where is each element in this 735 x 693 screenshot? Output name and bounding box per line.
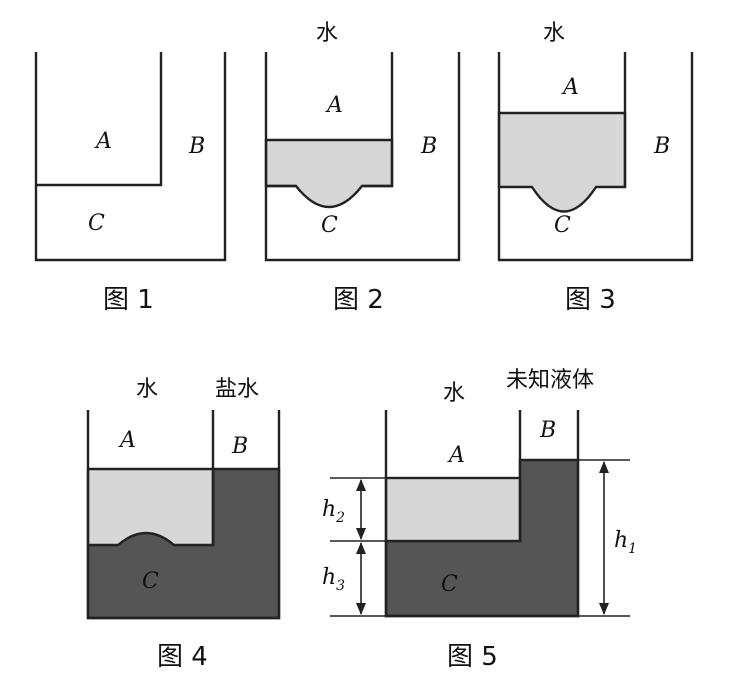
container-outline <box>86 410 281 620</box>
container-outline <box>497 52 694 262</box>
h2-arrowhead-top <box>356 479 366 491</box>
inner-tube-outline <box>36 52 163 187</box>
water-column <box>264 138 394 209</box>
label-b: B <box>231 434 248 459</box>
h2-subscript: 2 <box>335 510 345 526</box>
liquid-a-label: 水 <box>316 21 338 46</box>
label-a: A <box>561 75 579 100</box>
h1-arrowhead-bottom <box>599 603 609 615</box>
liquid-b-label: 盐水 <box>215 377 259 402</box>
label-b: B <box>420 134 437 159</box>
h3-label: h3 <box>322 565 345 594</box>
figure-caption: 图 5 <box>447 642 498 672</box>
h3-subscript: 3 <box>336 578 345 594</box>
h3-arrowhead-top <box>356 542 366 554</box>
figure-1: A B C 图 1 <box>34 52 227 315</box>
figure-3: 水 A B C 图 3 <box>497 21 694 315</box>
label-a: A <box>94 129 112 154</box>
liquid-a-label: 水 <box>443 381 465 406</box>
label-b: B <box>653 134 670 159</box>
label-c: C <box>321 213 338 238</box>
label-c: C <box>142 569 159 594</box>
h3-arrowhead-bottom <box>356 603 366 615</box>
label-a: A <box>118 428 136 453</box>
label-a: A <box>325 93 343 118</box>
water-column <box>86 467 215 547</box>
container-outline <box>34 52 227 262</box>
figure-2: 水 A B C 图 2 <box>264 21 461 315</box>
figure-caption: 图 3 <box>565 285 616 315</box>
h2-label: h2 <box>322 497 345 526</box>
h1-arrowhead-top <box>599 461 609 473</box>
figure-caption: 图 4 <box>157 642 208 672</box>
h1-label: h1 <box>614 528 637 557</box>
figure-5: h2 h3 h1 水 未知液体 A B C 图 5 <box>322 368 637 672</box>
label-c: C <box>441 572 458 597</box>
liquid-b-label: 未知液体 <box>506 368 594 393</box>
inner-tube-outline <box>362 52 394 188</box>
label-c: C <box>554 213 571 238</box>
h2-arrowhead-bottom <box>356 528 366 540</box>
liquid-a-label: 水 <box>543 21 565 46</box>
liquid-a-label: 水 <box>136 377 158 402</box>
label-b: B <box>188 134 205 159</box>
figure-caption: 图 1 <box>103 285 154 315</box>
water-column <box>384 476 522 543</box>
figure-4: 水 盐水 A B C 图 4 <box>86 377 281 672</box>
label-a: A <box>447 443 465 468</box>
h1-subscript: 1 <box>628 541 637 557</box>
label-c: C <box>88 211 105 236</box>
figure-caption: 图 2 <box>333 285 384 315</box>
label-b: B <box>539 418 556 443</box>
water-column <box>497 111 627 213</box>
container-outline <box>384 410 580 618</box>
container-outline <box>264 52 461 262</box>
